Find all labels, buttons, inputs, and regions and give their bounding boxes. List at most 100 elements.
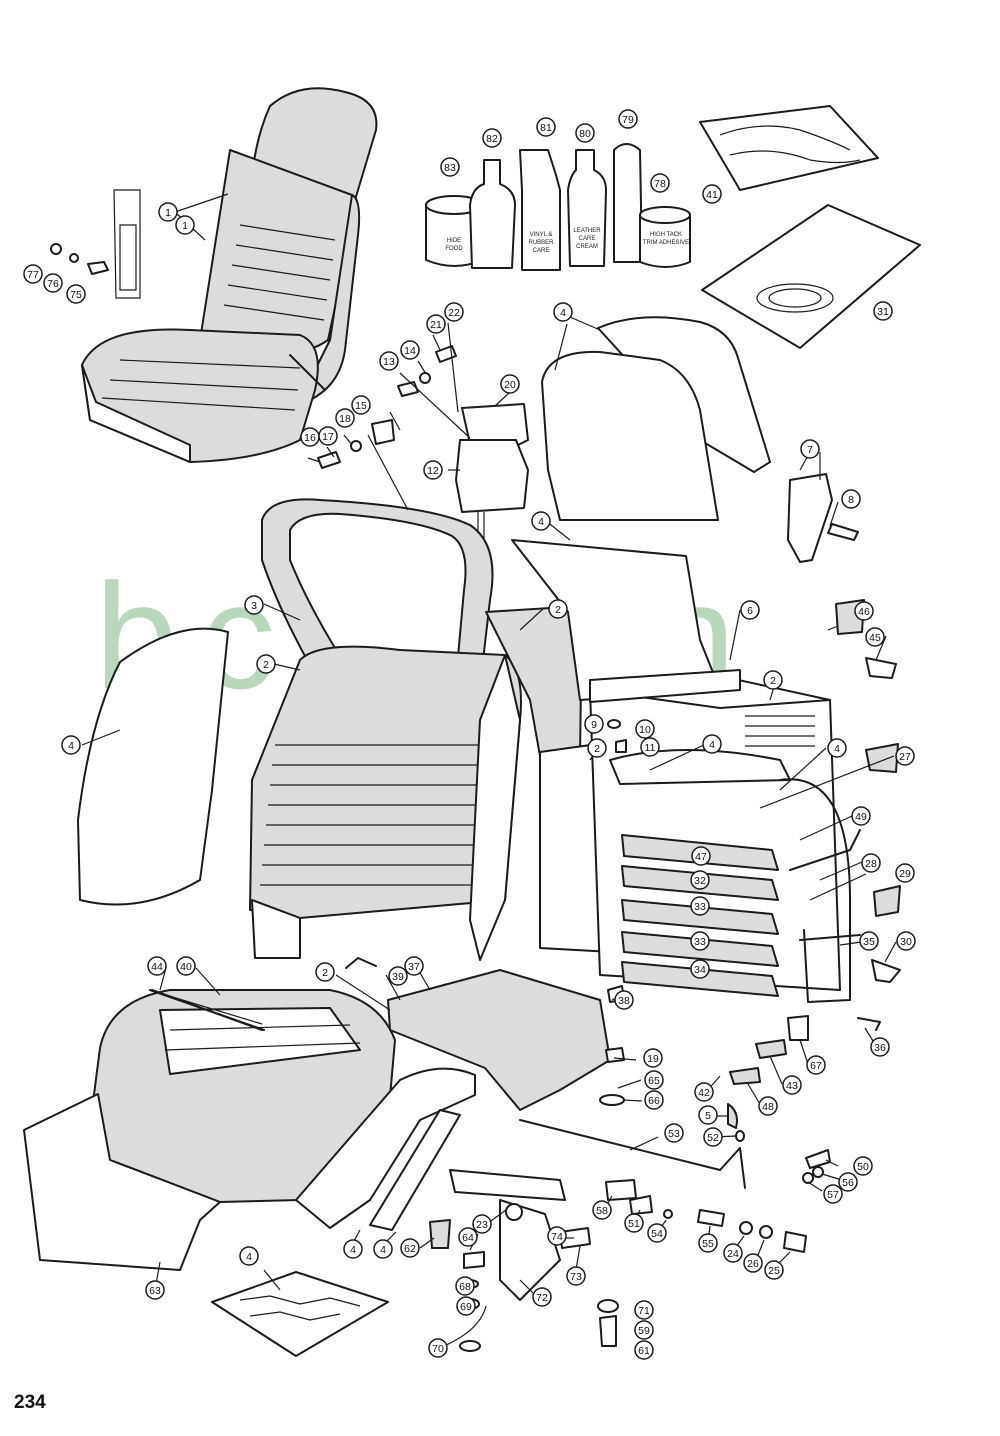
callout-1: 1	[175, 215, 195, 235]
callout-circle	[500, 374, 520, 394]
callout-27: 27	[895, 746, 915, 766]
callout-circle	[870, 1037, 890, 1057]
callout-circle	[691, 846, 711, 866]
callout-circle	[702, 734, 722, 754]
wire-frame	[779, 778, 861, 1003]
callout-62: 62	[400, 1238, 420, 1258]
callout-circle	[841, 489, 861, 509]
callout-label: 1	[165, 207, 171, 219]
callout-circle	[175, 215, 195, 235]
callout-circle	[244, 595, 264, 615]
callout-circle	[373, 1239, 393, 1259]
callout-label: 74	[551, 1231, 563, 1243]
callout-6: 6	[740, 600, 760, 620]
callout-label: 77	[27, 269, 39, 281]
callout-2: 2	[587, 738, 607, 758]
callout-38: 38	[614, 990, 634, 1010]
callout-79: 79	[618, 109, 638, 129]
callout-circle	[456, 1296, 476, 1316]
callout-28: 28	[861, 853, 881, 873]
callout-47: 47	[691, 846, 711, 866]
callout-50: 50	[853, 1156, 873, 1176]
complete-seat-illustration	[81, 87, 378, 463]
callout-36: 36	[870, 1037, 890, 1057]
callout-78: 78	[650, 173, 670, 193]
callout-circle	[634, 1300, 654, 1320]
callout-circle	[300, 427, 320, 447]
callout-circle	[895, 746, 915, 766]
callout-label: 28	[865, 858, 877, 870]
callout-3: 3	[244, 595, 264, 615]
callout-label: 23	[476, 1219, 488, 1231]
callout-label: 9	[591, 719, 597, 731]
callout-circle	[690, 870, 710, 890]
callout-circle	[647, 1223, 667, 1243]
callout-2: 2	[763, 670, 783, 690]
callout-14: 14	[400, 340, 420, 360]
callout-circle	[587, 738, 607, 758]
callout-12: 12	[423, 460, 443, 480]
callout-67: 67	[806, 1055, 826, 1075]
callout-label: 65	[648, 1075, 660, 1087]
callout-label: 18	[339, 413, 351, 425]
callout-circle	[650, 173, 670, 193]
callout-circle	[861, 853, 881, 873]
callout-label: 22	[448, 307, 460, 319]
callout-53: 53	[664, 1123, 684, 1143]
callout-circle	[455, 1276, 475, 1296]
callout-82: 82	[482, 128, 502, 148]
callout-circle	[644, 1070, 664, 1090]
callout-circle	[444, 302, 464, 322]
callout-label: 76	[47, 278, 59, 290]
callout-51: 51	[624, 1213, 644, 1233]
callout-label: 49	[855, 811, 867, 823]
callout-label: 78	[654, 178, 666, 190]
callout-23: 23	[472, 1214, 492, 1234]
callout-circle	[43, 273, 63, 293]
callout-circle	[428, 1338, 448, 1358]
callout-label: 58	[596, 1205, 608, 1217]
cushion-pan	[23, 1093, 221, 1271]
callout-circle	[690, 959, 710, 979]
callout-10: 10	[635, 719, 655, 739]
callout-label: 63	[149, 1285, 161, 1297]
callout-55: 55	[698, 1233, 718, 1253]
page-number: 234	[14, 1392, 46, 1413]
callout-circle	[640, 737, 660, 757]
callout-circle	[740, 600, 760, 620]
callout-31: 31	[873, 301, 893, 321]
callout-label: 30	[900, 936, 912, 948]
callout-41: 41	[702, 184, 722, 204]
callout-label: 39	[392, 971, 404, 983]
callout-label: 20	[504, 379, 516, 391]
callout-label: 66	[648, 1095, 660, 1107]
callout-label: 50	[857, 1161, 869, 1173]
callout-circle	[423, 460, 443, 480]
callout-circle	[694, 1082, 714, 1102]
callout-label: 79	[622, 114, 634, 126]
callout-label: 33	[694, 936, 706, 948]
svg-text:LEATHER: LEATHER	[573, 228, 601, 234]
base-plate	[387, 969, 611, 1111]
callout-label: 64	[462, 1232, 474, 1244]
callout-label: 47	[695, 851, 707, 863]
callout-circle	[854, 601, 874, 621]
callout-4: 4	[531, 511, 551, 531]
callout-label: 16	[304, 432, 316, 444]
callout-circle	[664, 1123, 684, 1143]
callout-2: 2	[256, 654, 276, 674]
callout-circle	[566, 1266, 586, 1286]
callout-35: 35	[859, 931, 879, 951]
callout-label: 4	[68, 740, 74, 752]
callout-37: 37	[404, 956, 424, 976]
svg-text:VINYL &: VINYL &	[530, 232, 553, 238]
callout-circle	[764, 1260, 784, 1280]
callout-circle	[895, 863, 915, 883]
callout-circle	[547, 1226, 567, 1246]
callout-label: 44	[151, 961, 163, 973]
callout-circle	[592, 1200, 612, 1220]
callout-label: 4	[380, 1244, 386, 1256]
callout-18: 18	[335, 408, 355, 428]
callout-circle	[806, 1055, 826, 1075]
callout-circle	[553, 302, 573, 322]
